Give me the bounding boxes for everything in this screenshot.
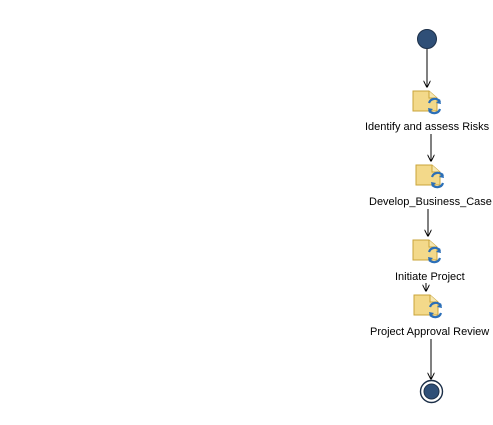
activity-task-icon[interactable] [411, 89, 443, 117]
activity-task-icon[interactable] [414, 163, 446, 191]
activity-task-icon[interactable] [411, 238, 443, 266]
end-node-icon[interactable] [419, 379, 444, 404]
task-label: Project Approval Review [370, 326, 490, 338]
task-label: Develop_Business_Case [369, 196, 492, 208]
activity-task-icon[interactable] [412, 293, 444, 321]
start-node-icon[interactable] [416, 28, 438, 50]
task-label: Identify and assess Risks [365, 121, 490, 133]
task-label: Initiate Project [395, 271, 465, 283]
